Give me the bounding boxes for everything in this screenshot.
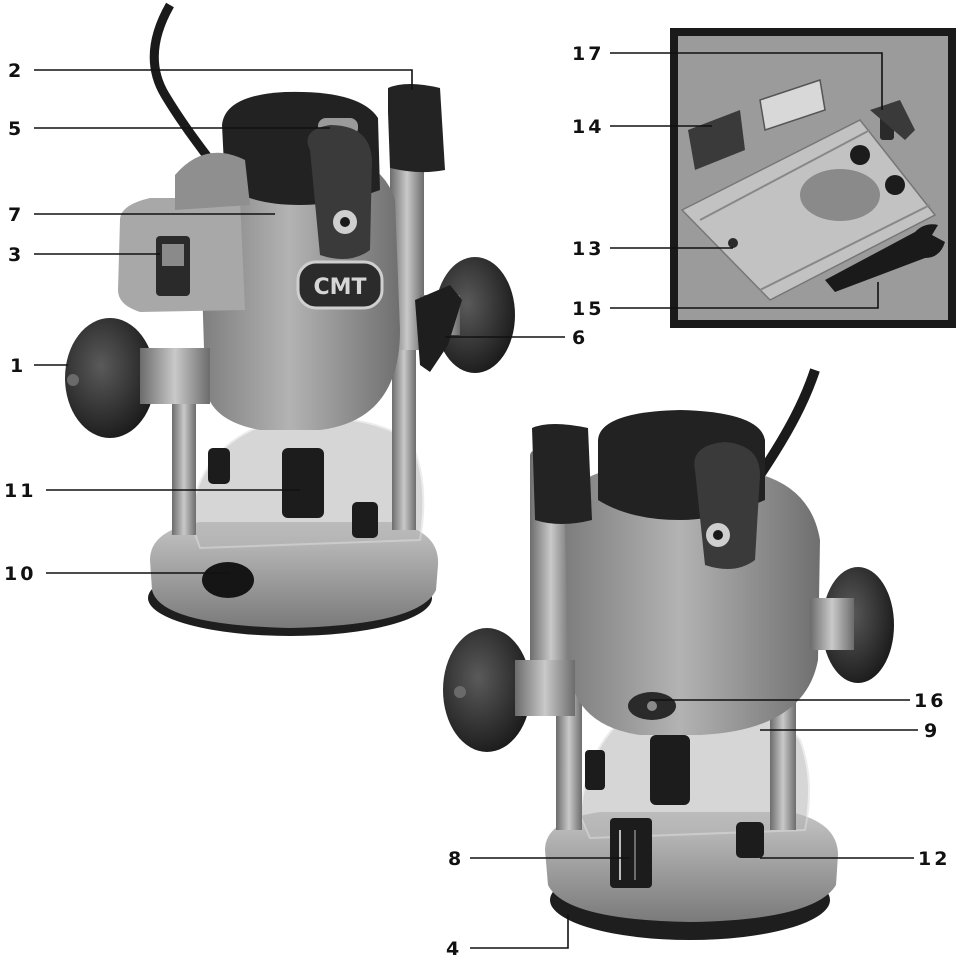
brand-logo-text: CMT <box>313 275 366 300</box>
base-plate <box>150 522 439 628</box>
fence-knob-1 <box>850 145 870 165</box>
clamp-knob <box>736 822 764 858</box>
guide-fence <box>688 110 745 170</box>
callout-1: 1 <box>10 355 26 377</box>
callout-6: 6 <box>572 327 588 349</box>
depth-knob-right <box>352 502 378 538</box>
callout-13: 13 <box>572 238 604 260</box>
callout-16: 16 <box>914 690 946 712</box>
callout-2: 2 <box>8 60 24 82</box>
callout-4: 4 <box>446 938 462 960</box>
left-knob <box>65 318 155 438</box>
depth-knob-left <box>208 448 230 484</box>
callout-12: 12 <box>918 848 950 870</box>
rear-handle <box>175 152 250 210</box>
brand-logo-plate <box>296 260 384 310</box>
pivot-pin <box>728 238 738 248</box>
callout-14: 14 <box>572 116 604 138</box>
left-knob-shaft <box>140 348 210 404</box>
callout-11: 11 <box>4 480 36 502</box>
guide-fence-bracket <box>759 79 826 131</box>
accessory-inset <box>670 28 956 328</box>
callout-17: 17 <box>572 43 604 65</box>
leader-lines <box>34 52 918 949</box>
callout-3: 3 <box>8 244 24 266</box>
callout-5: 5 <box>8 118 24 140</box>
leader-17 <box>610 52 883 110</box>
wrench <box>825 224 945 292</box>
guide-post-left <box>172 395 196 535</box>
depth-stop-cap-2 <box>532 424 592 524</box>
callout-10: 10 <box>4 563 36 585</box>
power-cord <box>149 2 214 163</box>
plate-opening <box>800 169 880 221</box>
left-knob-2 <box>443 628 531 752</box>
handle-block-2 <box>694 442 760 569</box>
leader-15 <box>610 282 879 309</box>
collet <box>282 448 324 518</box>
collet-2 <box>650 735 690 805</box>
callout-8: 8 <box>448 848 464 870</box>
depth-scale <box>610 818 652 888</box>
callout-15: 15 <box>572 298 604 320</box>
plunge-lock-lever <box>415 285 462 372</box>
turret-stop <box>585 750 605 790</box>
right-knob <box>435 257 515 373</box>
dust-port <box>202 562 254 598</box>
callout-9: 9 <box>924 720 940 742</box>
depth-stop-cap <box>388 84 445 173</box>
router-rear-view <box>443 368 894 940</box>
router-front-view <box>65 2 515 636</box>
right-knob-2 <box>822 567 894 683</box>
leader-4 <box>470 914 569 949</box>
fence-knob-2 <box>885 175 905 195</box>
leader-2 <box>34 69 413 90</box>
callout-7: 7 <box>8 204 24 226</box>
callout-labels: 2 5 7 3 1 11 10 6 17 14 13 15 16 9 8 12 … <box>4 43 950 960</box>
power-cord-2 <box>755 368 820 478</box>
